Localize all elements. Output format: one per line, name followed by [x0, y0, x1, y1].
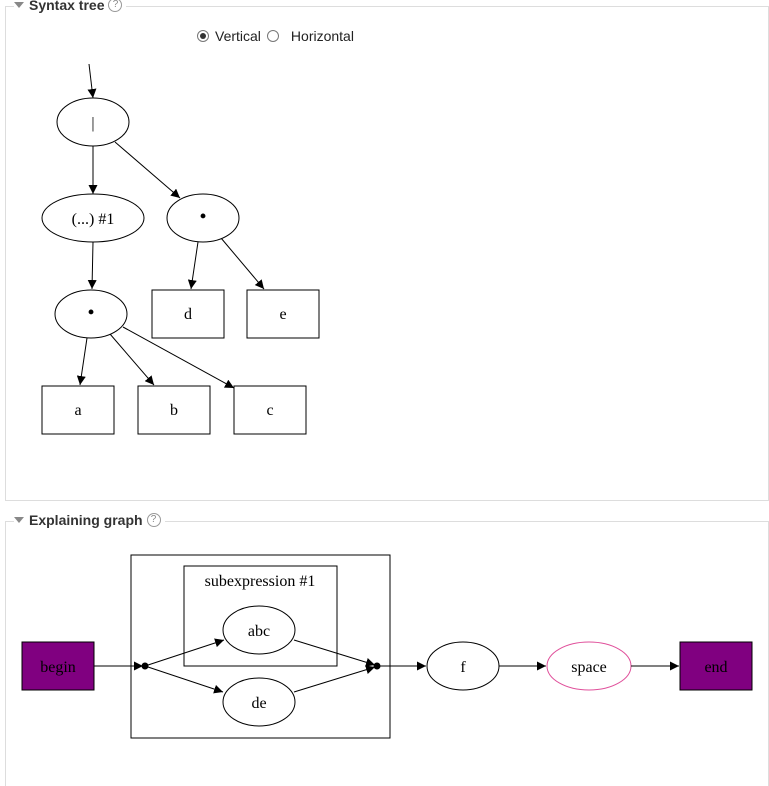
horizontal-radio-label[interactable]: Horizontal: [290, 28, 354, 44]
group-cluster-box: [130, 554, 391, 739]
collapse-triangle-icon[interactable]: [14, 2, 24, 8]
node-label: end: [704, 659, 727, 676]
syntax-tree-title: Syntax tree: [29, 0, 105, 13]
tree-node-group: [41, 193, 145, 243]
graph-node-abc: [222, 605, 296, 655]
node-label: |: [91, 115, 94, 132]
begin-node: [21, 641, 95, 691]
node-label: abc: [248, 623, 270, 640]
collapse-triangle-icon[interactable]: [14, 517, 24, 523]
horizontal-radio[interactable]: [266, 30, 279, 42]
node-label: e: [279, 306, 286, 323]
syntax-tree-legend[interactable]: Syntax tree ?: [14, 0, 127, 13]
explaining-graph-legend[interactable]: Explaining graph ?: [14, 512, 165, 528]
syntax-tree-graph: [41, 63, 320, 435]
subexpression-label: subexpression #1: [205, 573, 316, 590]
subexpression-cluster-box: [183, 565, 338, 667]
tree-leaf-b: [137, 385, 211, 435]
node-label: b: [170, 402, 178, 419]
tree-leaf-c: [233, 385, 307, 435]
node-label: begin: [40, 659, 76, 676]
tree-edge: [187, 241, 199, 290]
graph-edge: [144, 665, 224, 694]
tree-entry-edge: [87, 63, 97, 99]
graph-edge: [293, 639, 376, 667]
syntax-tree-labels: | (...) #1 • • d e a b c: [72, 115, 287, 419]
tree-edge: [220, 237, 265, 290]
node-label: •: [200, 206, 206, 226]
explaining-graph-title: Explaining graph: [29, 512, 143, 528]
graph-edge: [144, 638, 225, 667]
node-label: d: [184, 306, 192, 323]
explaining-graph: [21, 554, 753, 739]
tree-node-alternation: [56, 97, 130, 147]
tree-edge: [109, 333, 155, 386]
node-label: a: [74, 402, 81, 419]
explaining-graph-labels: subexpression #1 begin abc de f space en…: [40, 573, 727, 712]
vertical-radio[interactable]: [197, 30, 209, 42]
node-label: •: [88, 302, 94, 322]
node-label: de: [251, 695, 266, 712]
tree-edge: [76, 337, 88, 386]
end-node: [679, 641, 753, 691]
tree-edge: [114, 141, 181, 199]
tree-node-concat: [166, 193, 240, 243]
graph-node-de: [222, 677, 296, 727]
node-label: f: [460, 659, 466, 676]
tree-edge: [122, 326, 235, 389]
help-icon[interactable]: ?: [146, 513, 161, 527]
node-label: c: [266, 402, 273, 419]
tree-leaf-e: [246, 289, 320, 339]
vertical-radio-label[interactable]: Vertical: [215, 28, 261, 44]
tree-edge: [87, 241, 97, 290]
node-label: space: [571, 659, 607, 676]
tree-leaf-d: [151, 289, 225, 339]
orientation-radio-group: Vertical Horizontal: [197, 28, 360, 44]
tree-leaf-a: [41, 385, 115, 435]
graph-edge: [293, 665, 376, 693]
tree-node-concat: [54, 289, 128, 339]
node-label: (...) #1: [72, 211, 115, 228]
